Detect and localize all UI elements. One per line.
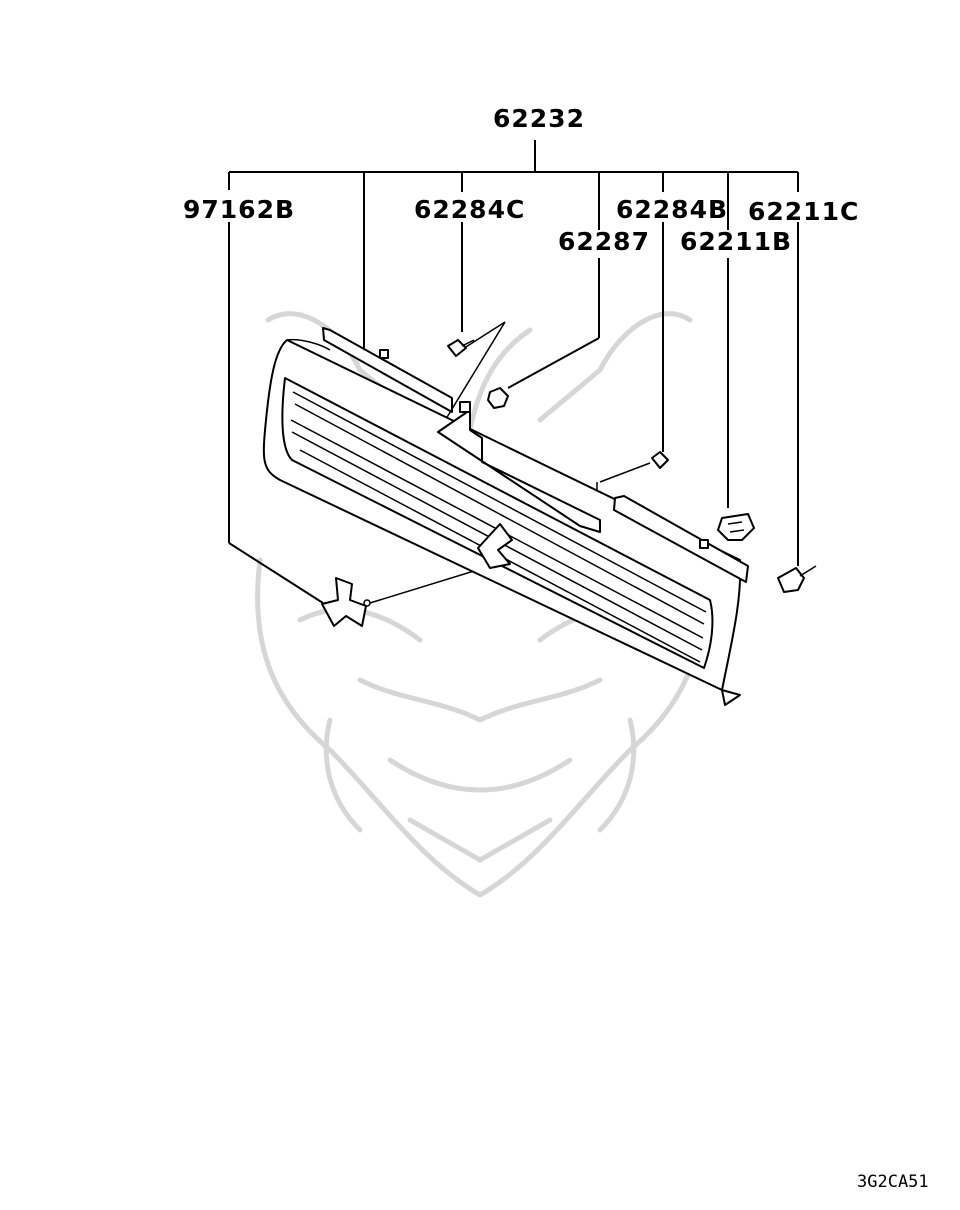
screw-62284c-icon <box>447 339 475 357</box>
nut-62287-icon <box>487 387 509 409</box>
label-62284c: 62284C <box>414 195 525 224</box>
label-62211b: 62211B <box>680 227 792 256</box>
emblem-97162b-icon <box>321 577 371 627</box>
diagram-code: 3G2CA51 <box>857 1172 929 1192</box>
label-62211c: 62211C <box>748 197 859 226</box>
leader-lines <box>228 140 799 604</box>
label-97162b: 97162B <box>183 195 295 224</box>
label-62232: 62232 <box>493 104 585 133</box>
screw-62284b-icon <box>651 451 669 469</box>
clip-62211b-icon <box>717 513 755 541</box>
clip-62211c-icon <box>777 565 817 593</box>
label-62284b: 62284B <box>616 195 728 224</box>
label-62287: 62287 <box>558 227 650 256</box>
radiator-grille <box>262 327 749 706</box>
